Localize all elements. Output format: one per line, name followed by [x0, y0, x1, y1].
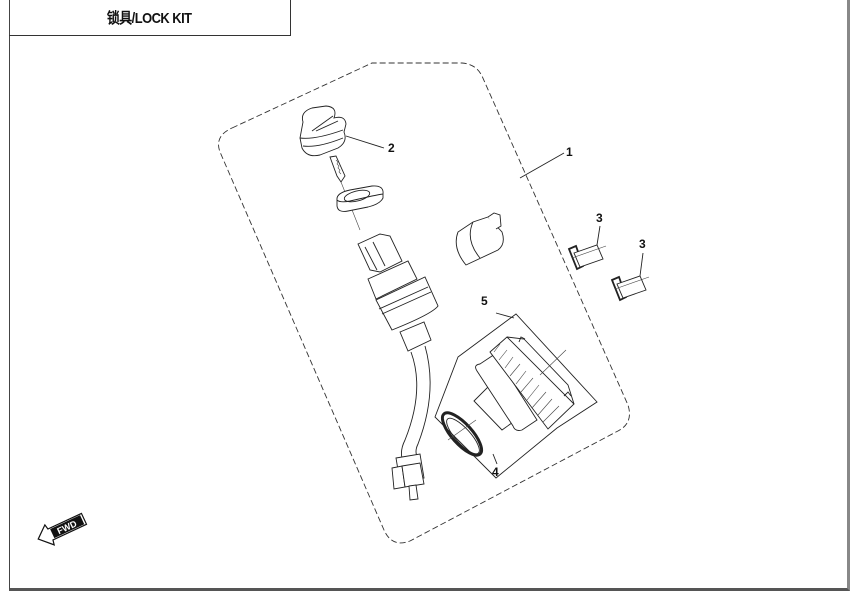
callout-3b-label: 3 [639, 237, 646, 251]
drawing-frame [9, 0, 850, 591]
fuel-cap-part[interactable] [473, 336, 575, 431]
lock-cylinder-part[interactable] [357, 233, 439, 501]
callout-4-leader [492, 453, 498, 465]
callout-3a-label: 3 [596, 211, 603, 225]
page-title: 锁具/LOCK KIT [107, 10, 192, 27]
callout-1-label: 1 [566, 145, 573, 159]
callout-4-label: 4 [492, 465, 499, 479]
callout-2-label: 2 [388, 141, 395, 155]
callout-5-leader [495, 312, 515, 319]
title-box: 锁具/LOCK KIT [9, 0, 291, 36]
sub-assembly-box [434, 313, 598, 479]
callout-1-leader [519, 152, 565, 179]
callout-2-leader [345, 135, 385, 149]
sleeve-part-b[interactable] [610, 275, 650, 302]
ignition-key-part[interactable] [299, 105, 347, 183]
sleeve-part-a[interactable] [567, 244, 607, 271]
washer-part[interactable] [336, 185, 384, 212]
kit-boundary-outline [218, 62, 630, 544]
callout-3a-leader [596, 225, 601, 246]
callout-5-label: 5 [481, 294, 488, 308]
callout-3b-leader [639, 252, 644, 277]
rubber-cap-part[interactable] [455, 212, 504, 266]
fwd-arrow-icon: FWD [37, 512, 88, 546]
seal-ring-part[interactable] [437, 407, 488, 461]
